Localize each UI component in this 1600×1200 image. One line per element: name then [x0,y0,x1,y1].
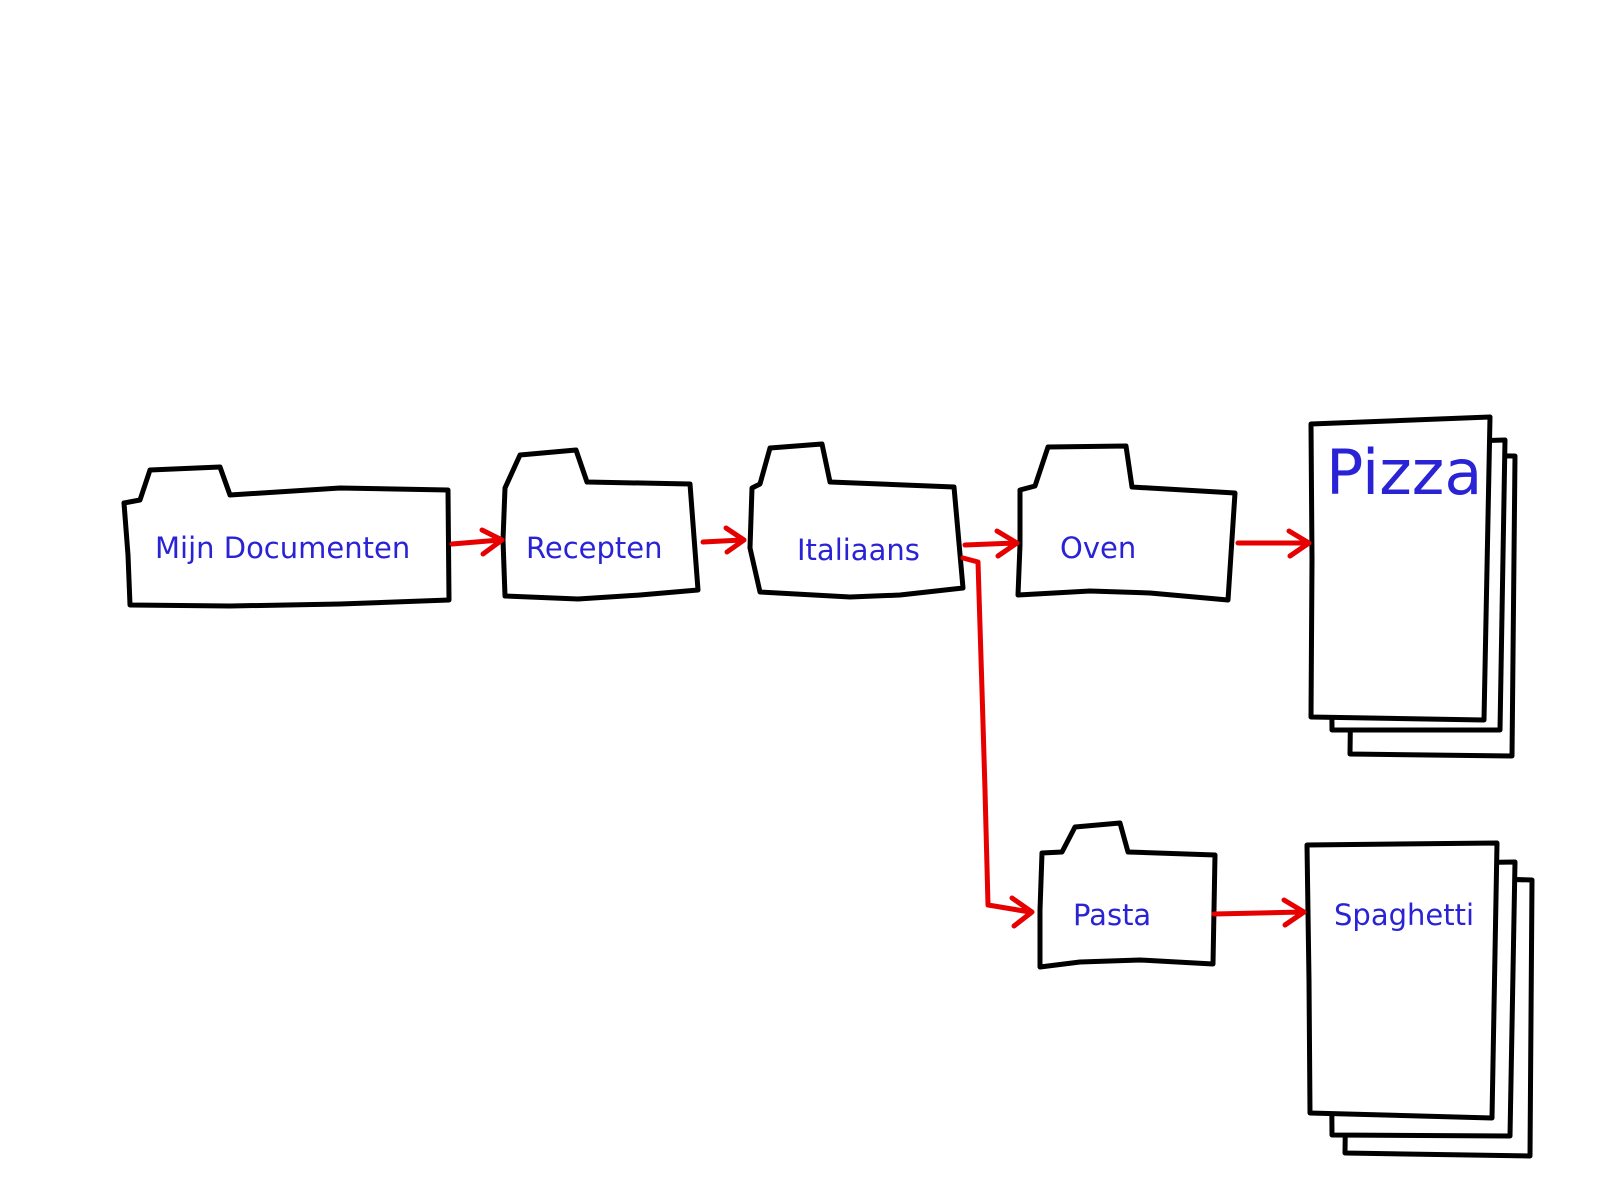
arrows [449,525,1312,929]
folder-mijn-documenten: Mijn Documenten [121,464,452,609]
folder-icon [747,441,966,600]
folder-pasta: Pasta [1037,820,1218,970]
folder-oven: Oven [1015,443,1238,603]
arrow-italiaans-to-oven [962,528,1020,559]
document-icon [1308,414,1493,723]
folder-icon [1015,443,1238,603]
folder-label-italiaans: Italiaans [797,533,920,567]
document-stack-pizza: Pizza [1308,414,1518,759]
arrow-recepten-to-italiaans [700,525,747,555]
folder-label-pasta: Pasta [1073,898,1151,932]
folder-italiaans: Italiaans [747,441,966,600]
document-stack-spaghetti: Spaghetti [1304,840,1535,1159]
document-label-spaghetti: Spaghetti [1334,898,1474,932]
document-label-pizza: Pizza [1326,436,1482,509]
arrow-pasta-to-spaghetti [1211,897,1307,928]
arrow-mijn-documenten-to-recepten [449,527,505,557]
folder-label-oven: Oven [1060,531,1136,565]
folder-label-mijn-documenten: Mijn Documenten [155,531,410,565]
arrow-italiaans-to-pasta [960,555,1035,929]
folder-icon [121,464,452,609]
document-icon [1304,840,1500,1121]
folder-label-recepten: Recepten [526,531,662,565]
folder-icon [500,447,701,602]
folder-recepten: Recepten [500,447,701,602]
folder-icon [1037,820,1218,970]
arrow-oven-to-pizza [1235,528,1312,559]
